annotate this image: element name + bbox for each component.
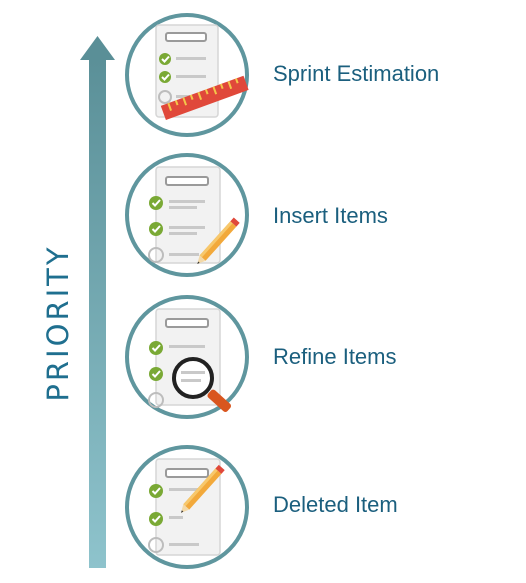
- step-deleted-item-label: Deleted Item: [273, 492, 398, 517]
- arrow-head: [80, 36, 115, 60]
- priority-label: PRIORITY: [41, 244, 75, 402]
- step-insert-items-icon: [123, 151, 251, 279]
- step-insert-items-label: Insert Items: [273, 203, 388, 228]
- checklist-ruler-icon: [125, 13, 249, 137]
- step-refine-items-icon: [123, 293, 251, 421]
- checklist-pencil-icon: [125, 445, 249, 569]
- checklist-pencil-icon: [125, 153, 249, 277]
- step-sprint-estimation-label: Sprint Estimation: [273, 61, 440, 86]
- step-deleted-item-icon: [123, 443, 251, 571]
- step-sprint-estimation-icon: [123, 11, 251, 139]
- step-refine-items-label: Refine Items: [273, 344, 397, 369]
- checklist-magnifier-icon: [125, 295, 249, 419]
- priority-arrow: [80, 36, 115, 568]
- arrow-shaft: [89, 50, 106, 568]
